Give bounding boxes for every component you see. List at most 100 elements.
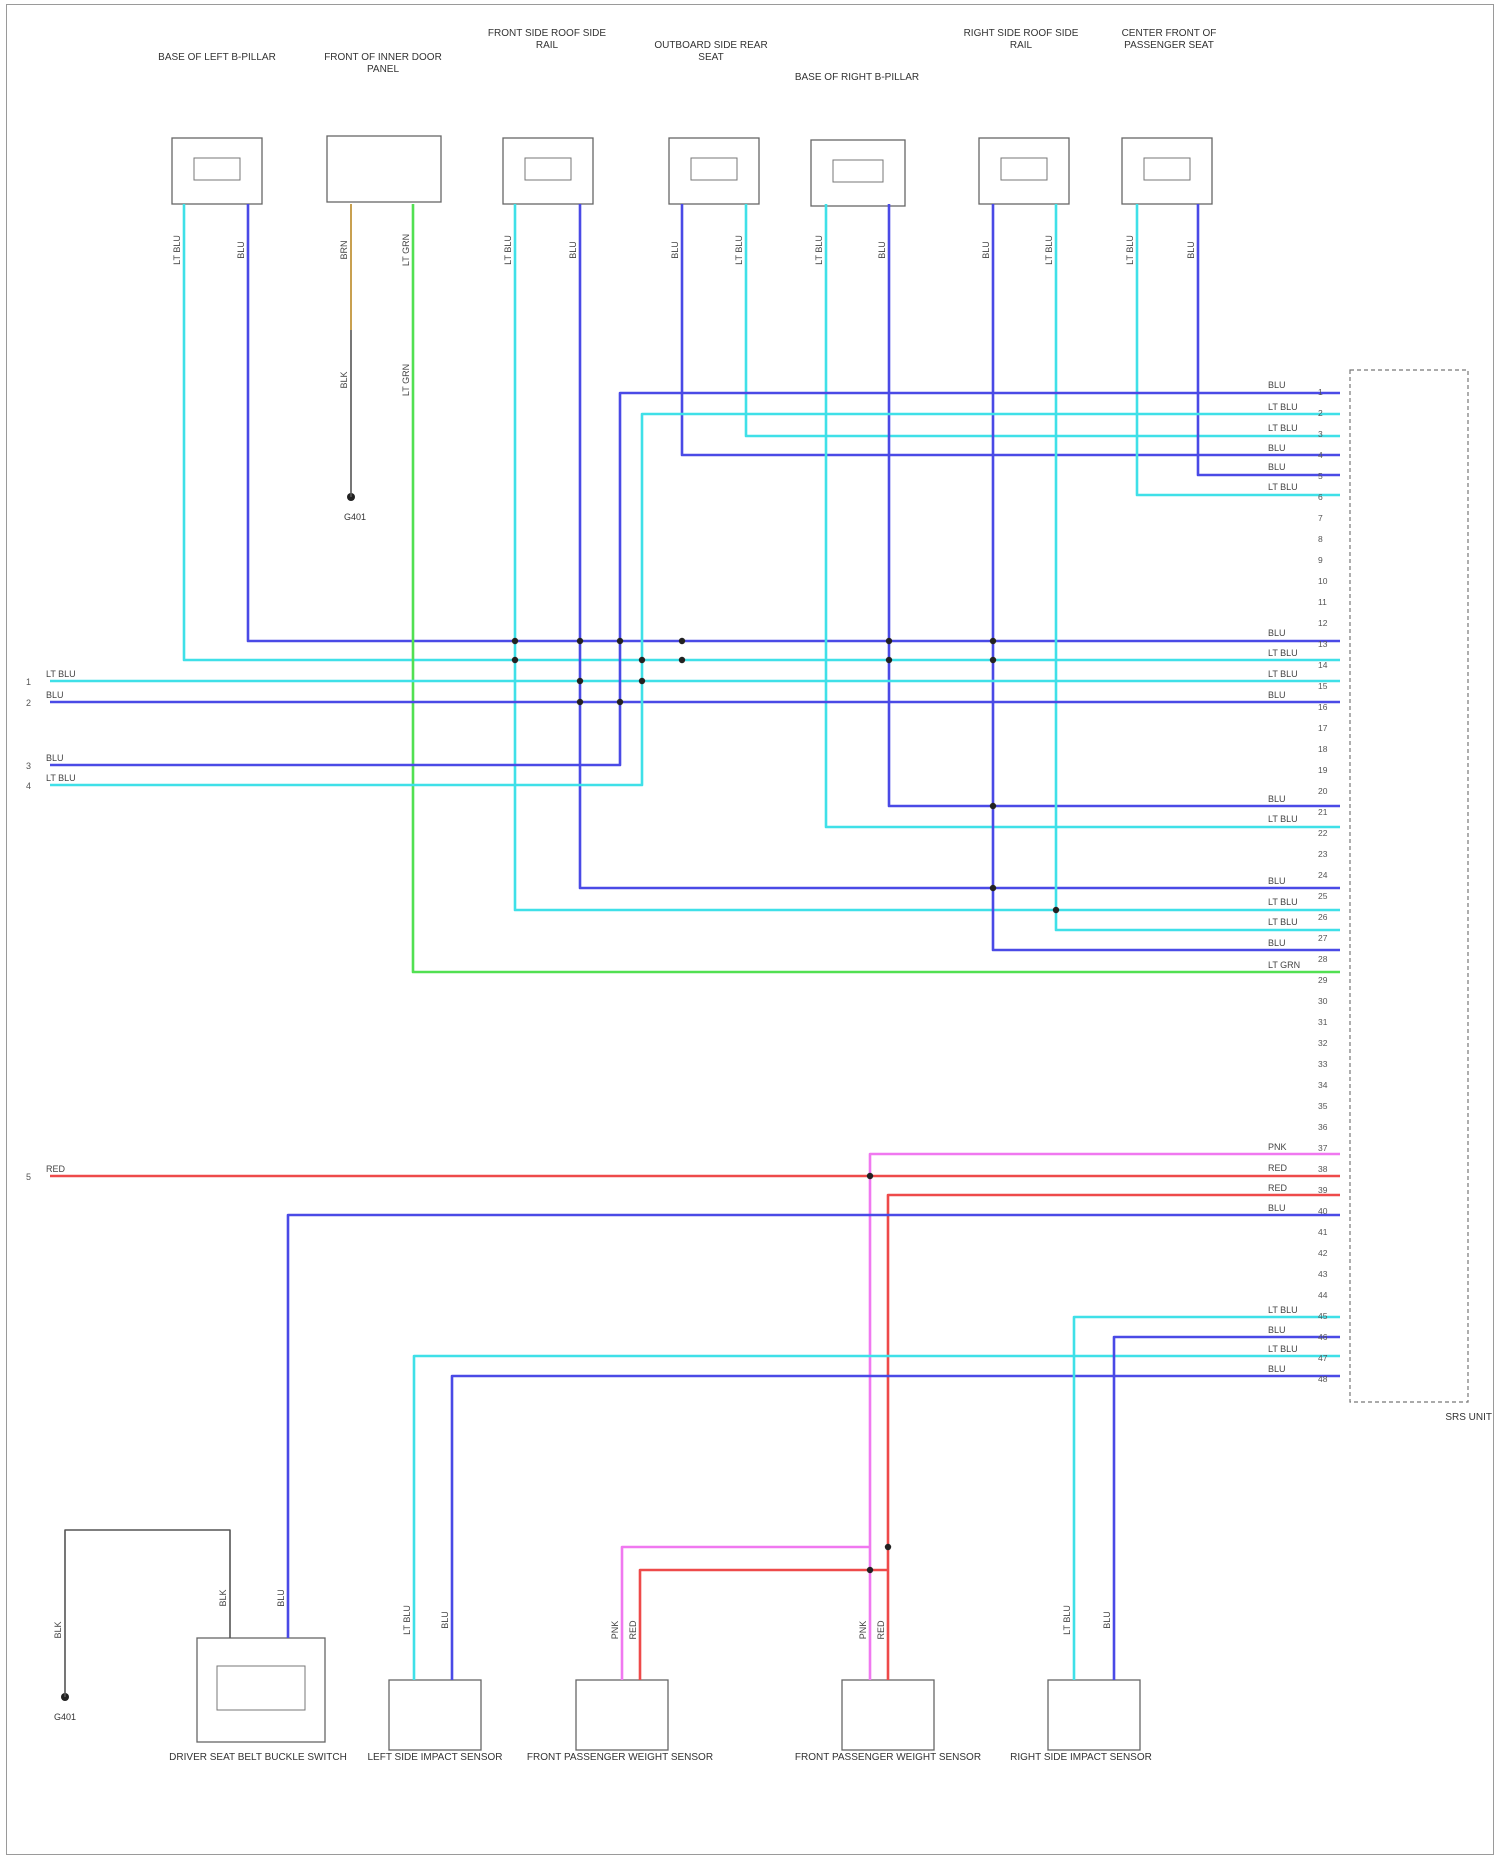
wire-code-label: LT BLU [1268, 669, 1298, 679]
srs-pin-number: 35 [1318, 1101, 1328, 1111]
wire-code-label: LT BLU [1125, 235, 1135, 265]
splice-dot [886, 657, 892, 663]
wire-code-label: BLU [1186, 241, 1196, 259]
srs-pin-number: 17 [1318, 723, 1328, 733]
srs-pin-number: 14 [1318, 660, 1328, 670]
srs-pin-number: 36 [1318, 1122, 1328, 1132]
splice-dot [617, 699, 623, 705]
connector-inner [1001, 158, 1047, 180]
switch-body [217, 1666, 305, 1710]
splice-dot [679, 657, 685, 663]
wire-code-label: LT BLU [1062, 1605, 1072, 1635]
srs-pin-number: 5 [1318, 471, 1323, 481]
srs-unit-box [1350, 370, 1468, 1402]
wire-code-label: LT BLU [814, 235, 824, 265]
splice-dot [886, 638, 892, 644]
wire-code-label: BLU [46, 753, 64, 763]
wire-code-label: BLK [339, 371, 349, 388]
wire-code-label: PNK [858, 1621, 868, 1640]
srs-pin-number: 28 [1318, 954, 1328, 964]
wire-ltblu-9 [746, 204, 1340, 436]
wire-code-label: LT BLU [1268, 917, 1298, 927]
srs-pin-number: 7 [1318, 513, 1323, 523]
srs-pin-number: 6 [1318, 492, 1323, 502]
bottom-connector-box-2 [389, 1680, 481, 1750]
wire-code-label: BLU [46, 690, 64, 700]
wire-ltblu-1 [184, 204, 1340, 660]
srs-pin-number: 37 [1318, 1143, 1328, 1153]
wire-code-label: LT BLU [1268, 402, 1298, 412]
wire-blu-8 [682, 204, 1340, 455]
edge-reference-number: 2 [26, 698, 31, 708]
wire-code-label: LT GRN [401, 364, 411, 396]
srs-pin-number: 29 [1318, 975, 1328, 985]
wire-ltblu-6 [515, 204, 1340, 910]
wire-ltblu-10 [826, 204, 1340, 827]
wire-code-label: BLU [1268, 1203, 1286, 1213]
srs-pin-number: 43 [1318, 1269, 1328, 1279]
wire-code-label: BLU [1268, 443, 1286, 453]
wire-code-label: BLU [1268, 628, 1286, 638]
wire-code-label: BLK [218, 1589, 228, 1606]
srs-pin-number: 11 [1318, 597, 1327, 607]
bottom-connector-box-5 [1048, 1680, 1140, 1750]
wire-code-label: PNK [610, 1621, 620, 1640]
wire-code-label: BLU [236, 241, 246, 259]
wire-code-label: BLU [1268, 462, 1286, 472]
wire-pnk-30 [622, 1547, 870, 1680]
wire-code-label: LT BLU [734, 235, 744, 265]
wire-code-label: RED [1268, 1183, 1288, 1193]
connector-inner [691, 158, 737, 180]
wire-code-label: BRN [339, 240, 349, 259]
wire-ltblu-14 [1137, 204, 1340, 495]
srs-pin-number: 33 [1318, 1059, 1328, 1069]
wire-code-label: BLU [1268, 1364, 1286, 1374]
wire-code-label: LT BLU [503, 235, 513, 265]
connector-inner [194, 158, 240, 180]
srs-pin-number: 47 [1318, 1353, 1328, 1363]
wire-code-label: BLU [1268, 1325, 1286, 1335]
wire-blu-18 [50, 393, 1340, 765]
wire-code-label: RED [876, 1620, 886, 1640]
srs-pin-number: 40 [1318, 1206, 1328, 1216]
wire-code-label: BLU [1268, 380, 1286, 390]
wire-code-label: LT BLU [1268, 1344, 1298, 1354]
connector-inner [833, 160, 883, 182]
srs-pin-number: 26 [1318, 912, 1328, 922]
wire-code-label: RED [46, 1164, 66, 1174]
srs-pin-number: 39 [1318, 1185, 1328, 1195]
splice-dot [639, 657, 645, 663]
wire-code-label: BLU [1268, 938, 1286, 948]
srs-pin-number: 12 [1318, 618, 1328, 628]
srs-pin-number: 19 [1318, 765, 1328, 775]
wire-code-label: RED [1268, 1163, 1288, 1173]
splice-dot [577, 678, 583, 684]
srs-pin-number: 23 [1318, 849, 1328, 859]
wire-code-label: BLU [1268, 690, 1286, 700]
srs-pin-number: 46 [1318, 1332, 1328, 1342]
wire-blu-23 [288, 1215, 1340, 1638]
srs-pin-number: 10 [1318, 576, 1328, 586]
srs-pin-number: 38 [1318, 1164, 1328, 1174]
splice-dot [990, 638, 996, 644]
wire-code-label: BLU [1268, 876, 1286, 886]
srs-pin-number: 1 [1318, 387, 1323, 397]
wire-code-label: LT BLU [1268, 1305, 1298, 1315]
wire-blu-27 [1114, 1337, 1340, 1680]
wire-code-label: LT BLU [46, 773, 76, 783]
srs-pin-number: 25 [1318, 891, 1328, 901]
wire-code-label: LT GRN [401, 234, 411, 266]
splice-dot [577, 699, 583, 705]
wire-code-label: BLU [568, 241, 578, 259]
srs-pin-number: 42 [1318, 1248, 1328, 1258]
wire-grn-5 [413, 204, 1340, 972]
wire-ltblu-19 [50, 414, 1340, 785]
srs-pin-number: 3 [1318, 429, 1323, 439]
splice-dot [990, 803, 996, 809]
srs-pin-number: 24 [1318, 870, 1328, 880]
srs-pin-number: 31 [1318, 1017, 1328, 1027]
wire-code-label: BLU [1102, 1611, 1112, 1629]
srs-pin-number: 21 [1318, 807, 1328, 817]
connector-inner [525, 158, 571, 180]
